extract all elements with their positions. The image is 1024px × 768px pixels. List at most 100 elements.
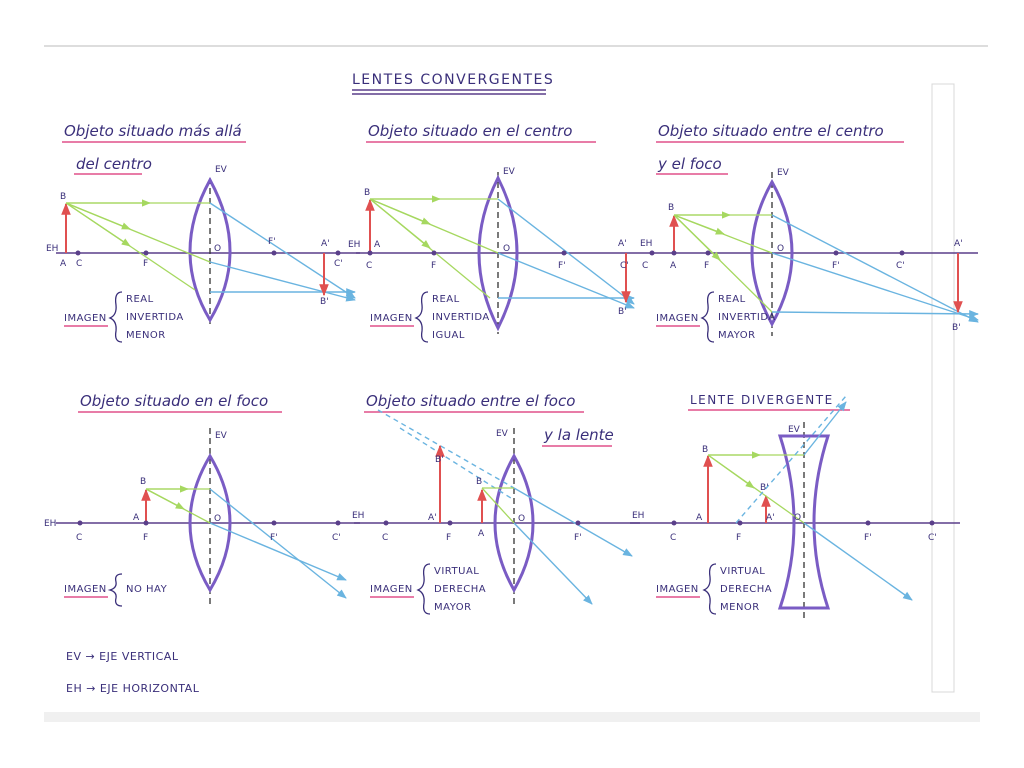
panel5-label-a: A (478, 529, 485, 539)
panel4-label-a: A (133, 513, 140, 523)
panel4-prop-1: NO HAY (126, 584, 168, 595)
panel2-label-f-prime: F' (558, 261, 566, 271)
panel4-label-o: O (214, 514, 221, 524)
panel6-label-eh: EH (632, 511, 644, 521)
panel6-prop-3: MENOR (720, 602, 760, 613)
panel4-label-f: F (143, 533, 148, 543)
panel1-image-label: IMAGEN (64, 313, 107, 324)
panel4-point-c-prime (335, 520, 341, 526)
panel3-focal-ray-arrow (673, 214, 721, 261)
panel6-label-c: C (670, 533, 676, 543)
panel2-point-f (431, 250, 437, 256)
panel6-label-b: B (702, 445, 708, 455)
panel1-point-c-prime (335, 250, 341, 256)
panel2-label-c-prime: C' (620, 261, 629, 271)
legend-eh: EH → EJE HORIZONTAL (66, 682, 200, 695)
panel1-label-f-prime: F' (268, 237, 276, 247)
panel5-refracted-ray-1 (513, 487, 633, 557)
panel3-point-a (671, 250, 677, 256)
legend-ev: EV → EJE VERTICAL (66, 650, 179, 663)
panel4-point-c (77, 520, 83, 526)
panel1-convergent-lens (188, 176, 232, 323)
panel1-point-f (143, 250, 149, 256)
panel2-label-eh: EH (348, 240, 360, 250)
panel6-label-f: F (736, 533, 741, 543)
panel1-label-c: C (76, 259, 82, 269)
panel5-prop-2: DERECHA (434, 584, 486, 595)
panel2-image-label: IMAGEN (370, 313, 413, 324)
panel1-label-ev: EV (215, 165, 228, 175)
panel1-refracted-ray-2 (209, 261, 356, 302)
panel4-label-f-prime: F' (270, 533, 278, 543)
panel5-label-a-prime: A' (428, 513, 437, 523)
panel2-point-f-prime (561, 250, 567, 256)
panel1-point-f-prime (271, 250, 277, 256)
panel-at-focus: Objeto situado en el foco EH B A C F O E… (44, 392, 360, 607)
panel-between-center-and-focus: Objeto situado entre el centro y el foco… (640, 122, 979, 343)
panel3-label-eh: EH (640, 239, 652, 249)
panel4-label-c: C (76, 533, 82, 543)
panel5-point-f-prime (575, 520, 581, 526)
panel3-point-f-prime (833, 250, 839, 256)
panel5-label-b-prime: B' (435, 455, 444, 465)
panel-divergent-lens: LENTE DIVERGENTE EH B A B' A' C F O EV F… (630, 393, 960, 622)
panel4-label-eh: EH (44, 519, 56, 529)
panel1-label-b: B (60, 192, 66, 202)
panel3-label-a: A (670, 261, 677, 271)
page-bottom-shadow (44, 712, 980, 722)
panel6-point-c-prime (929, 520, 935, 526)
panel5-prop-1: VIRTUAL (434, 566, 479, 577)
panel6-brace (702, 563, 717, 615)
panel1-title-line1: Objeto situado más allá (64, 122, 242, 140)
panel6-label-c-prime: C' (928, 533, 937, 543)
panel1-label-eh: EH (46, 244, 58, 254)
panel-at-center: Objeto situado en el centro EH B A C F O… (348, 122, 640, 343)
panel3-title-line2: y el foco (657, 155, 722, 173)
panel3-convergent-lens (750, 178, 794, 328)
panel3-point-c-prime (899, 250, 905, 256)
panel4-point-f (143, 520, 149, 526)
panel5-refracted-ray-2 (513, 522, 593, 605)
page-side-margin (931, 83, 955, 693)
panel4-center-ray-arrow (145, 488, 185, 510)
panel5-label-c: C (382, 533, 388, 543)
panel3-label-c-prime: C' (896, 261, 905, 271)
panel6-divergent-lens (777, 434, 831, 610)
panel2-prop-3: IGUAL (432, 330, 465, 341)
panel3-title-line1: Objeto situado entre el centro (658, 122, 884, 140)
panel2-label-a: A (374, 240, 381, 250)
panel5-label-o: O (518, 514, 525, 524)
panel1-point-c (75, 250, 81, 256)
panel6-point-f-prime (865, 520, 871, 526)
panel3-point-f (705, 250, 711, 256)
panel3-label-b-prime: B' (952, 323, 961, 333)
panel3-label-f-prime: F' (832, 261, 840, 271)
panel5-brace (416, 563, 431, 615)
panel5-title-line1: Objeto situado entre el foco (366, 392, 575, 410)
panel2-label-c: C (366, 261, 372, 271)
panel1-label-a-prime: A' (321, 239, 330, 249)
panel1-brace (108, 291, 123, 343)
panel2-convergent-lens (477, 174, 519, 332)
panel1-title-line2: del centro (76, 155, 152, 173)
panel6-prop-2: DERECHA (720, 584, 772, 595)
panel2-center-ray-arrow (369, 198, 431, 225)
main-title: LENTES CONVERGENTES (352, 72, 554, 88)
panel5-label-eh: EH (352, 511, 364, 521)
panel6-image-label: IMAGEN (656, 584, 699, 595)
panel2-refracted-ray-2 (497, 252, 635, 309)
panel5-image-label: IMAGEN (370, 584, 413, 595)
panel1-label-f: F (143, 259, 148, 269)
panel6-label-a: A (696, 513, 703, 523)
panel5-label-b: B (476, 477, 482, 487)
panel2-prop-1: REAL (432, 294, 460, 305)
panel6-center-ray-arrow (707, 454, 755, 489)
panel2-label-b-prime: B' (618, 307, 627, 317)
panel2-brace (414, 291, 429, 343)
panel2-label-o: O (503, 244, 510, 254)
panel4-title: Objeto situado en el foco (80, 392, 268, 410)
panel3-prop-2: INVERTIDA (718, 312, 776, 323)
panel2-label-ev: EV (503, 167, 516, 177)
panel2-focal-ray-arrow (369, 198, 431, 249)
